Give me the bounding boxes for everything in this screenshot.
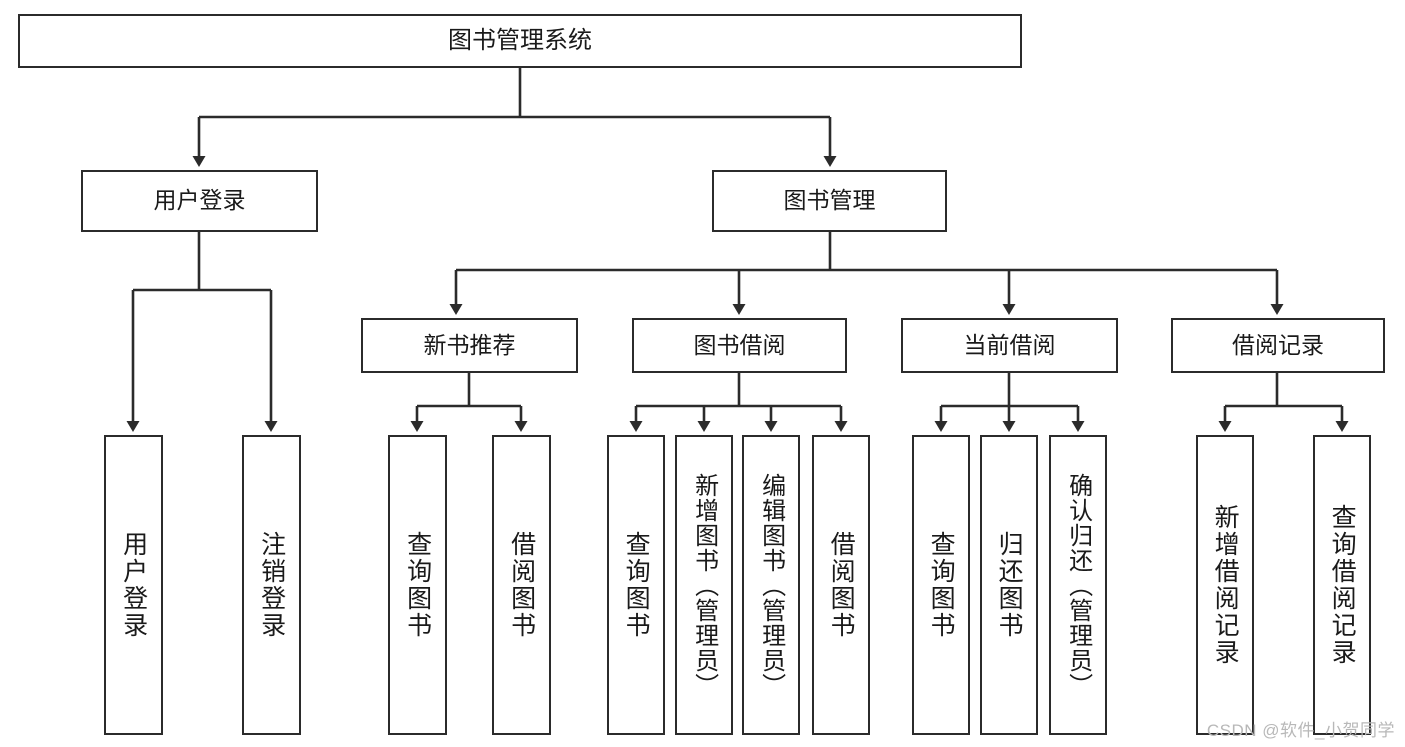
leaf-add-book-admin[interactable]: 新增图书（管理员）	[675, 435, 733, 735]
leaf-query-book-borrow[interactable]: 查询图书	[607, 435, 665, 735]
leaf-user-login[interactable]: 用户登录	[104, 435, 163, 735]
node-label: 新增图书（管理员）	[690, 472, 718, 698]
node-current-borrow[interactable]: 当前借阅	[901, 318, 1118, 373]
node-label: 用户登录	[119, 531, 148, 639]
node-label: 借阅记录	[1232, 331, 1324, 358]
node-label: 查询借阅记录	[1328, 504, 1357, 666]
leaf-query-book-current[interactable]: 查询图书	[912, 435, 970, 735]
node-label: 确认归还（管理员）	[1064, 472, 1092, 698]
node-label: 查询图书	[927, 531, 956, 639]
leaf-borrow-book[interactable]: 借阅图书	[812, 435, 870, 735]
node-label: 新书推荐	[423, 331, 516, 358]
leaf-query-book-recommend[interactable]: 查询图书	[388, 435, 447, 735]
leaf-borrow-book-recommend[interactable]: 借阅图书	[492, 435, 551, 735]
node-label: 查询图书	[403, 531, 432, 639]
node-label: 当前借阅	[963, 331, 1056, 358]
node-label: 查询图书	[622, 531, 651, 639]
node-label: 新增借阅记录	[1211, 504, 1240, 666]
leaf-edit-book-admin[interactable]: 编辑图书（管理员）	[742, 435, 800, 735]
node-user-login[interactable]: 用户登录	[81, 170, 318, 232]
leaf-logout-login[interactable]: 注销登录	[242, 435, 301, 735]
node-label: 图书管理	[783, 187, 876, 214]
node-label: 借阅图书	[507, 531, 536, 639]
node-label: 图书管理系统	[448, 26, 592, 54]
node-label: 借阅图书	[827, 531, 856, 639]
node-label: 编辑图书（管理员）	[757, 472, 785, 698]
leaf-query-borrow-record[interactable]: 查询借阅记录	[1313, 435, 1371, 735]
node-label: 注销登录	[257, 531, 286, 639]
node-borrow-records[interactable]: 借阅记录	[1171, 318, 1385, 373]
node-book-borrow[interactable]: 图书借阅	[632, 318, 847, 373]
node-book-management[interactable]: 图书管理	[712, 170, 947, 232]
node-new-book-recommend[interactable]: 新书推荐	[361, 318, 578, 373]
watermark-text: CSDN @软件_小贺同学	[1206, 721, 1395, 740]
leaf-return-book[interactable]: 归还图书	[980, 435, 1038, 735]
node-label: 图书借阅	[693, 331, 786, 358]
node-root-system[interactable]: 图书管理系统	[18, 14, 1022, 68]
leaf-add-borrow-record[interactable]: 新增借阅记录	[1196, 435, 1254, 735]
leaf-confirm-return-admin[interactable]: 确认归还（管理员）	[1049, 435, 1107, 735]
node-label: 归还图书	[995, 531, 1024, 639]
node-label: 用户登录	[153, 187, 246, 214]
